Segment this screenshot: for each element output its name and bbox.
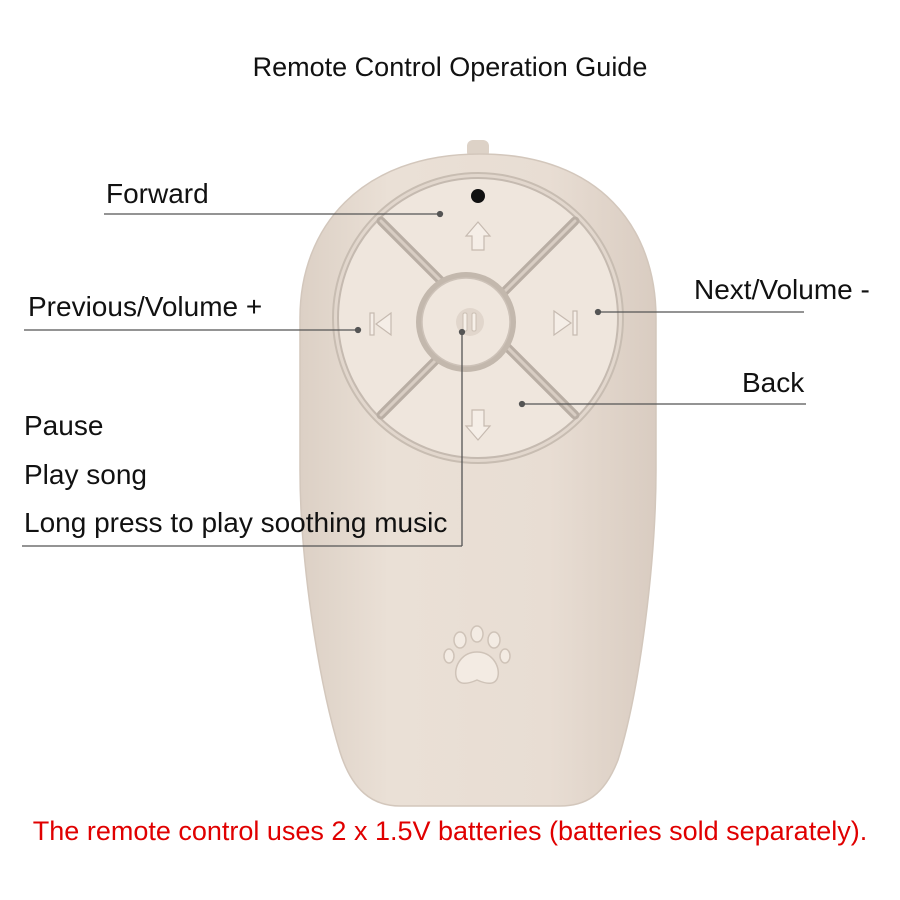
label-pause: Pause xyxy=(24,410,104,441)
leader-back-dot xyxy=(518,400,526,408)
label-back: Back xyxy=(742,367,805,398)
indicator-dot-icon xyxy=(471,189,485,203)
down-arrow-icon[interactable] xyxy=(464,409,492,441)
battery-note: The remote control uses 2 x 1.5V batteri… xyxy=(32,816,868,846)
leader-previous-dot xyxy=(354,326,362,334)
pause-icon xyxy=(462,312,468,332)
up-arrow-icon[interactable] xyxy=(464,221,492,251)
next-icon[interactable] xyxy=(553,309,578,337)
previous-icon[interactable] xyxy=(369,311,392,337)
label-forward: Forward xyxy=(106,178,209,209)
leader-forward-dot xyxy=(436,210,444,218)
label-play-song: Play song xyxy=(24,459,147,490)
page-title: Remote Control Operation Guide xyxy=(252,52,648,82)
label-long-press: Long press to play soothing music xyxy=(24,507,448,538)
leader-next-dot xyxy=(594,308,602,316)
label-next-volume-down: Next/Volume - xyxy=(694,274,870,305)
pause-icon xyxy=(471,312,477,332)
leader-pause-dot xyxy=(458,328,466,336)
label-previous-volume-up: Previous/Volume + xyxy=(28,291,263,322)
paw-icon xyxy=(443,625,511,684)
